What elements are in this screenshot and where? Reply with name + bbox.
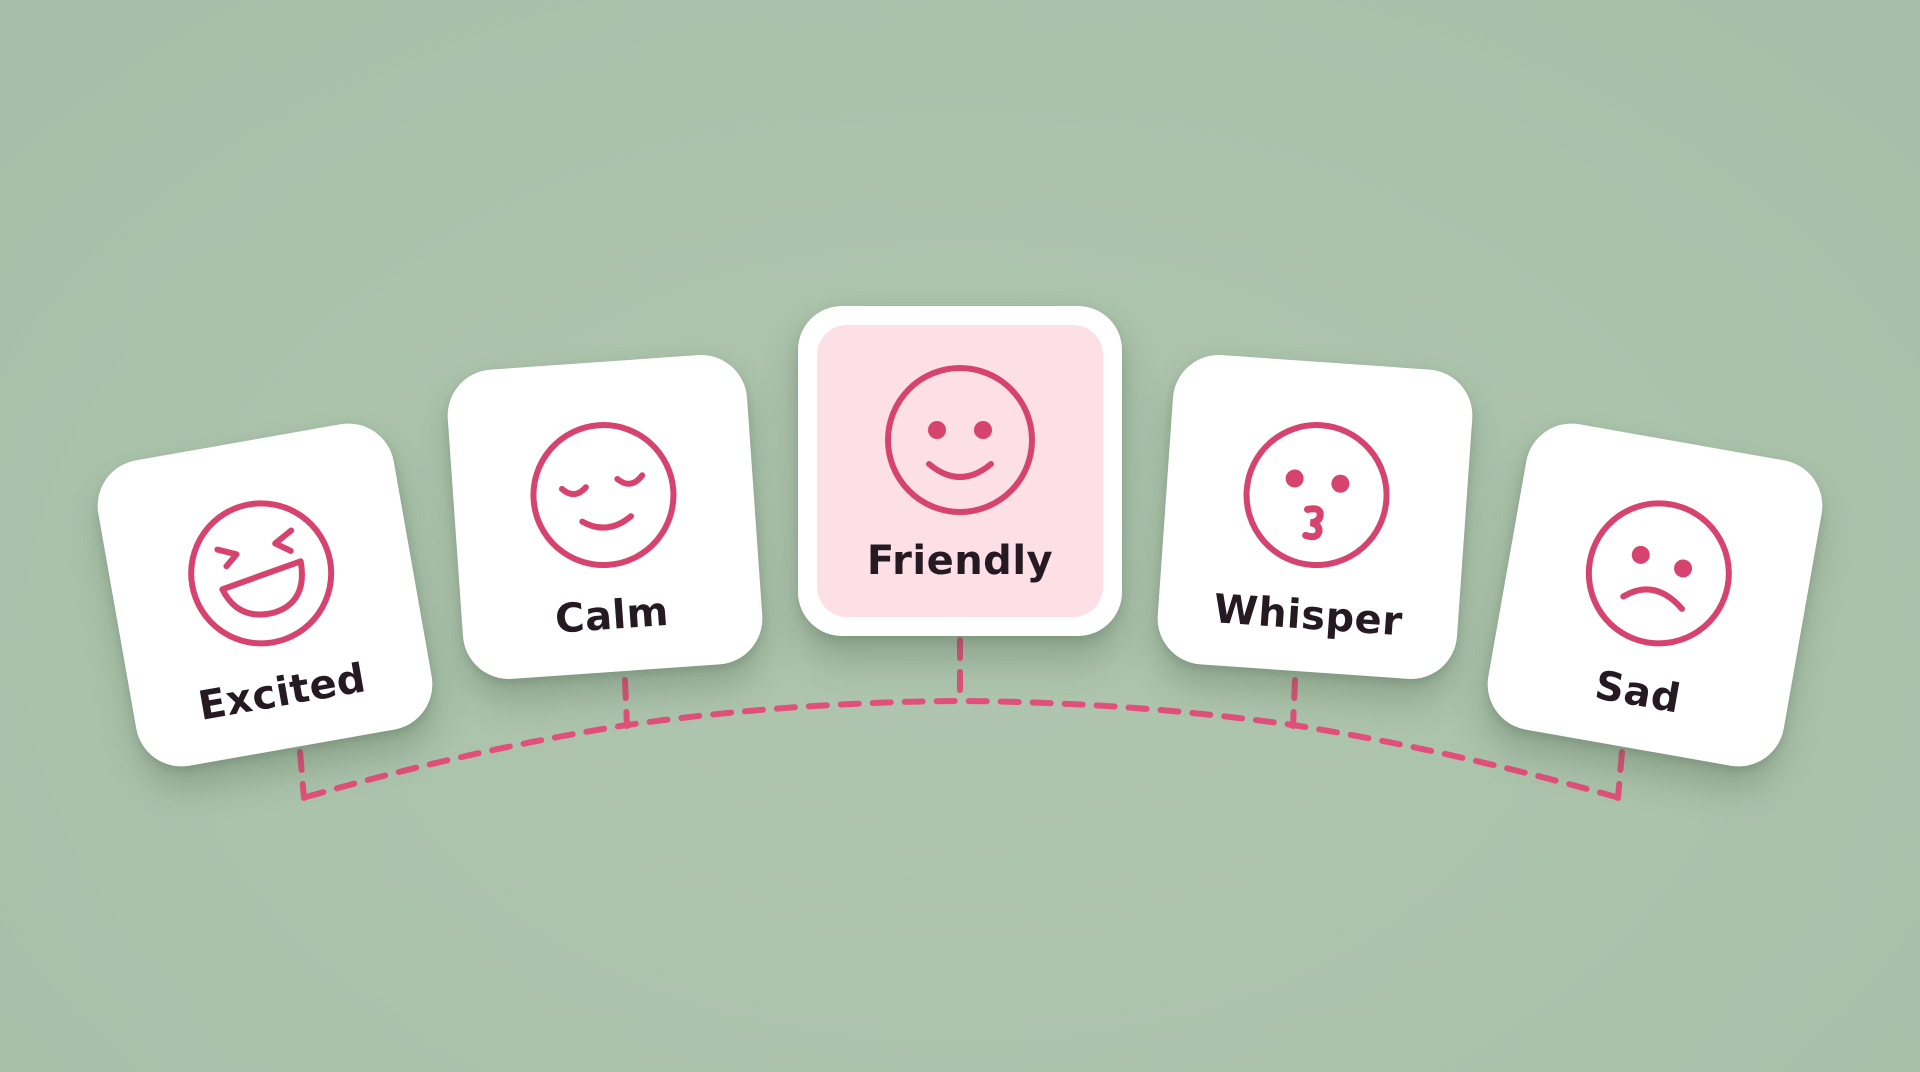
connector-drop-calm <box>622 677 630 729</box>
tone-label-whisper: Whisper <box>1212 586 1405 646</box>
tone-card-whisper[interactable]: Whisper <box>1154 351 1476 683</box>
connector-drop-sad <box>1615 749 1625 801</box>
tone-label-sad: Sad <box>1591 662 1685 723</box>
connector-arc <box>303 697 1619 800</box>
laughing-face-icon <box>188 500 335 647</box>
tone-label-calm: Calm <box>553 588 671 643</box>
tone-card-friendly[interactable]: Friendly <box>798 306 1122 636</box>
tone-card-calm[interactable]: Calm <box>444 351 766 683</box>
connector-drop-excited <box>297 749 307 801</box>
frowning-face-icon <box>1585 500 1732 647</box>
tone-label-excited: Excited <box>195 655 370 730</box>
smiling-face-icon <box>885 365 1035 515</box>
selected-highlight: Friendly <box>817 325 1103 617</box>
kissing-face-icon <box>1243 422 1390 569</box>
relieved-face-icon <box>530 422 677 569</box>
tone-card-sad[interactable]: Sad <box>1480 416 1830 774</box>
tone-card-excited[interactable]: Excited <box>90 416 440 774</box>
tone-label-friendly: Friendly <box>866 538 1054 584</box>
connector-drop-whisper <box>1290 677 1298 729</box>
